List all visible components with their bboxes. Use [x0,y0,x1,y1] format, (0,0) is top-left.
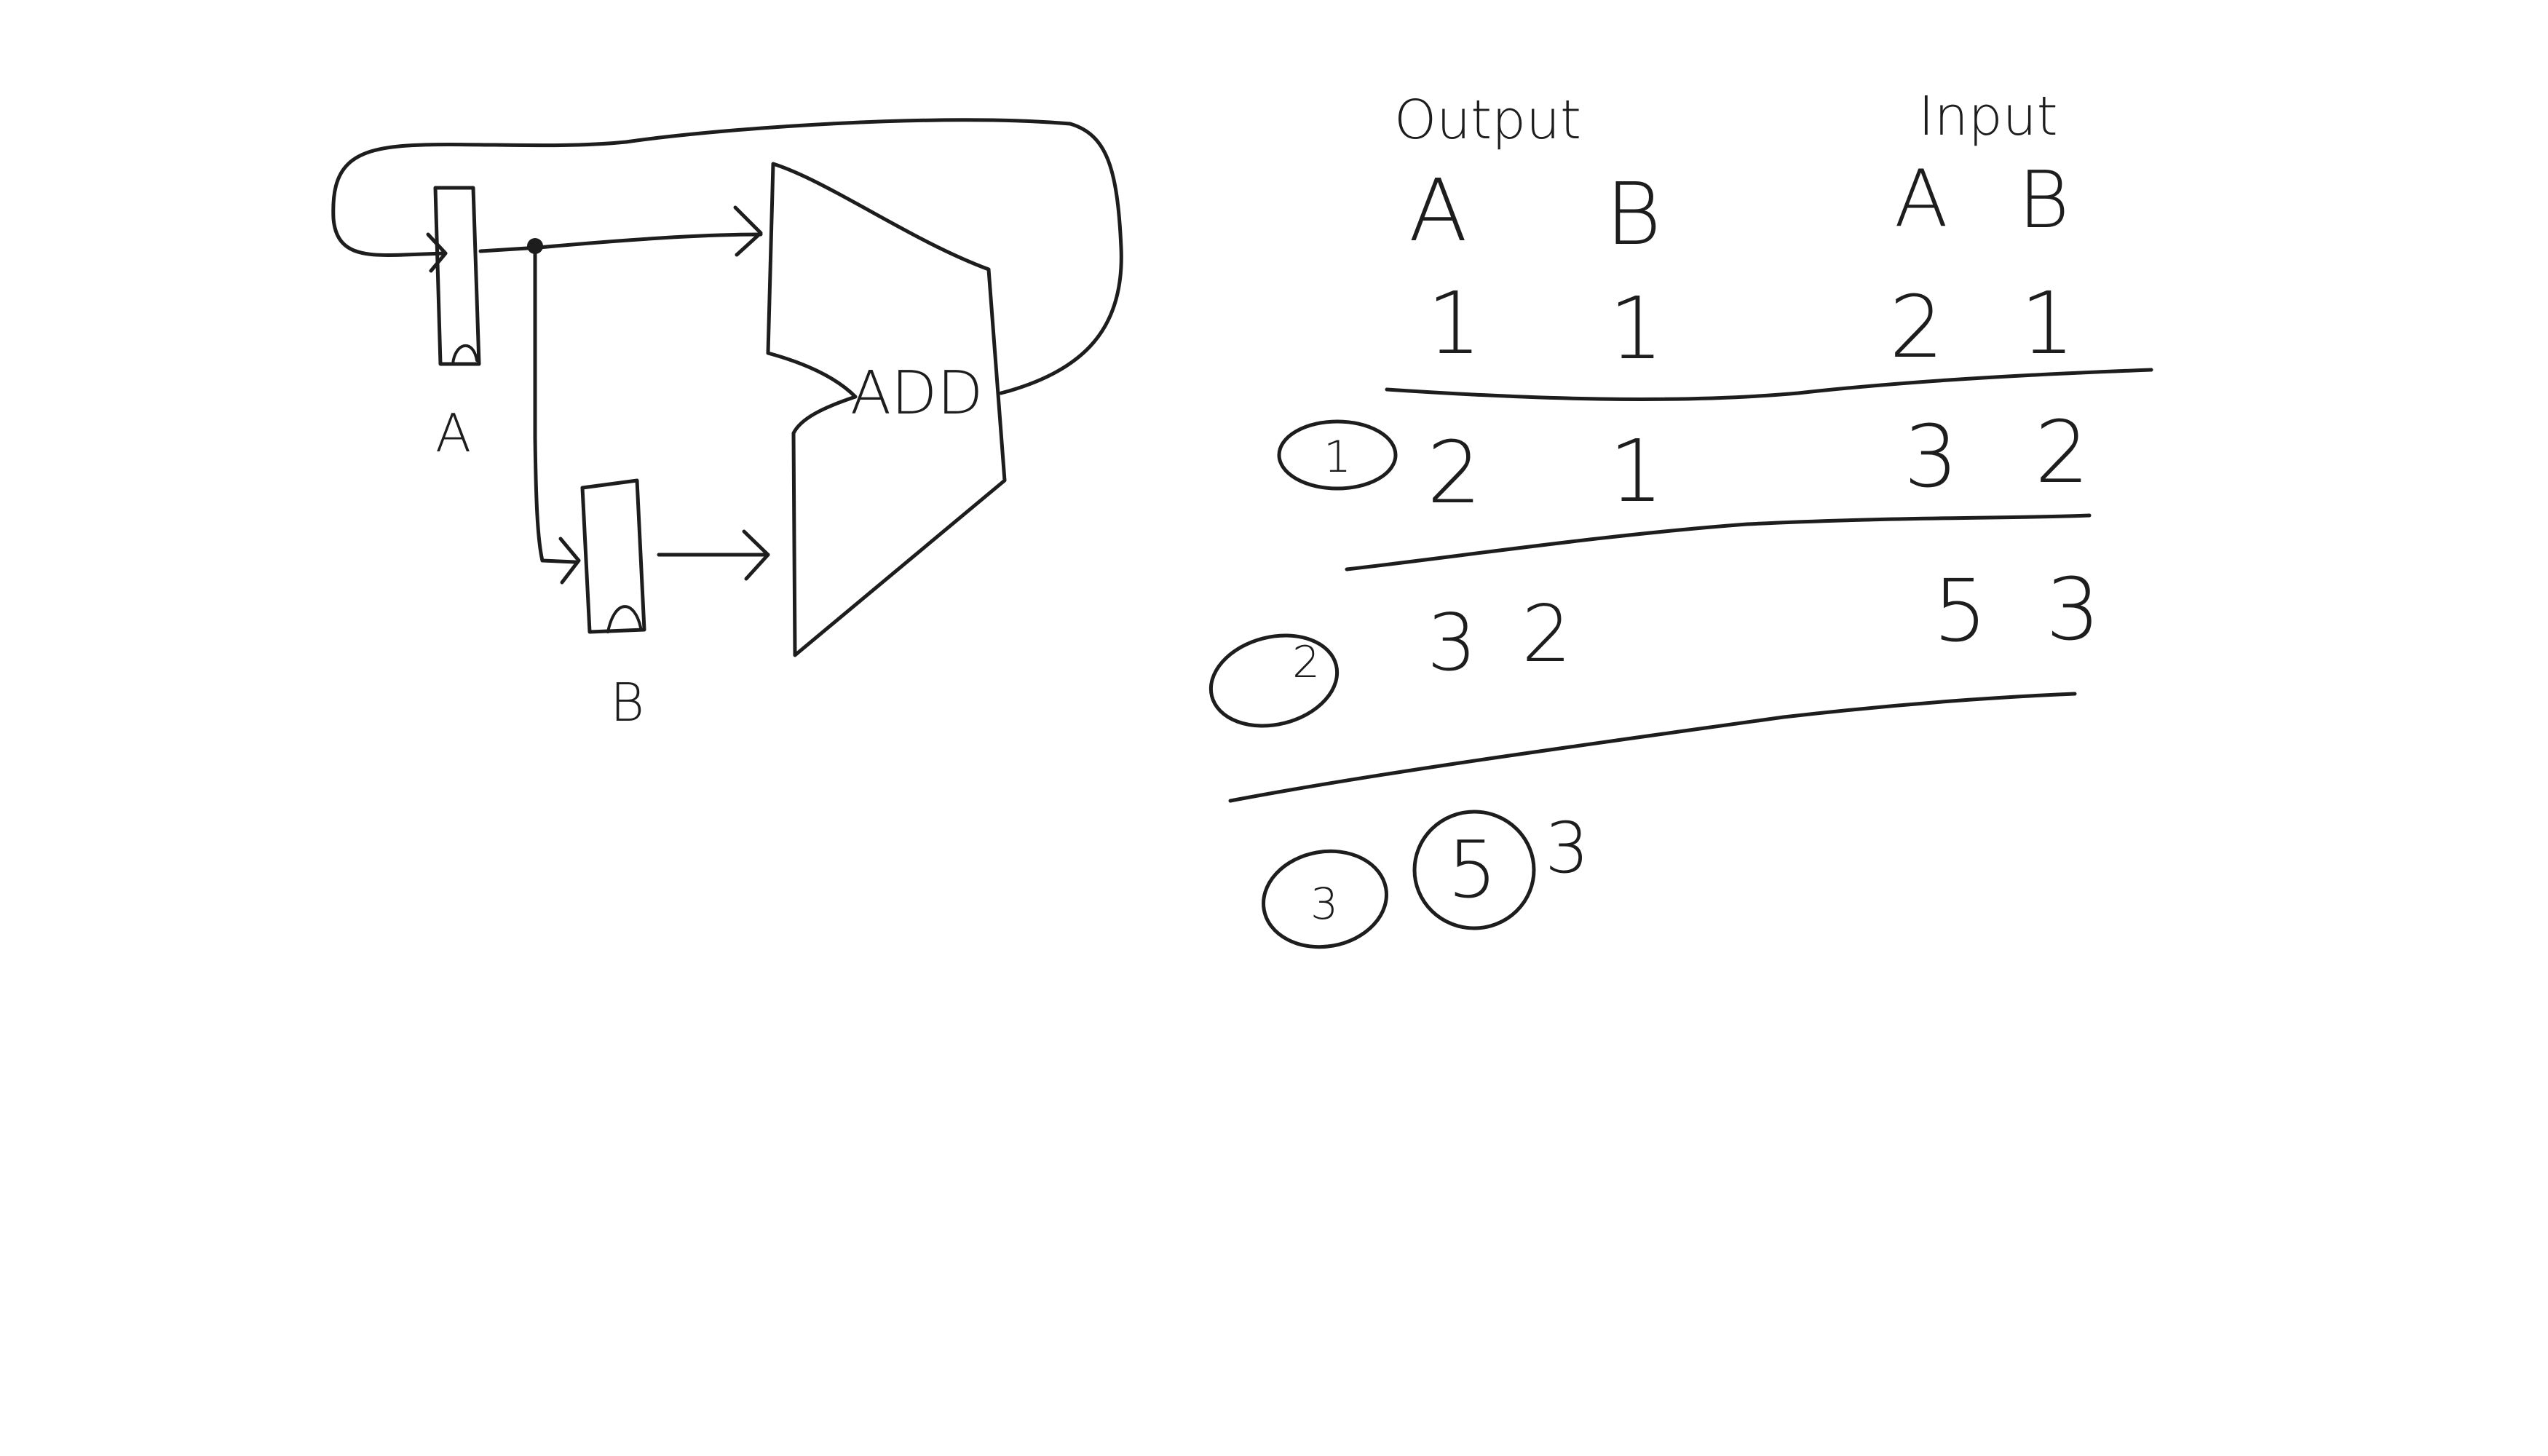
input-col-a: A [1894,154,1948,245]
register-a-clock-icon [451,344,478,365]
output-col-a: A [1409,160,1468,261]
step-1-out-b: 1 [1609,421,1663,521]
step-3-result-circle [1412,810,1536,930]
register-b [580,478,646,634]
step-3-number: 3 [1310,879,1338,930]
step-1-number: 1 [1324,432,1351,483]
output-col-b: B [1605,164,1661,264]
input-col-b: B [2018,155,2070,246]
step-3-circle [1262,849,1388,949]
wire-a-to-adder [478,232,763,253]
initial-in-a: 2 [1889,277,1944,377]
register-b-label: B [610,672,644,733]
step-2-in-b: 3 [2046,559,2100,660]
step-3-out-b: 3 [1545,807,1589,889]
row-divider [1385,368,2153,401]
row-divider [1228,692,2077,803]
step-1-out-a: 2 [1427,422,1481,523]
step-2-out-b: 2 [1522,589,1572,680]
step-2-out-a: 3 [1427,598,1477,689]
register-b-clock-icon [606,605,642,633]
step-1-in-a: 3 [1904,406,1958,507]
initial-out-a: 1 [1427,273,1481,373]
initial-out-b: 1 [1609,278,1663,379]
register-b-input-arrow [558,537,581,585]
step-1-in-b: 2 [2035,402,2089,502]
adder [766,162,1007,657]
register-a-label: A [435,403,471,464]
wire-a-to-register-b [533,245,577,564]
step-3-out-a: 5 [1447,825,1497,916]
circuit-diagram: A B ADD [331,118,1123,733]
feedback-wire [331,118,1123,395]
step-2-in-a: 5 [1933,561,1987,661]
output-header: Output [1394,89,1581,151]
input-header: Input [1918,85,2058,148]
state-table: Output Input A B A B 1 1 2 1 1 2 1 3 2 2… [1208,85,2153,949]
adder-input-bottom-arrow [742,529,770,581]
step-2-circle [1208,633,1340,728]
row-divider [1345,513,2092,571]
initial-in-b: 1 [2020,273,2075,373]
step-1-circle [1277,419,1398,491]
register-a [433,186,481,366]
adder-label: ADD [850,359,983,428]
step-2-number: 2 [1292,637,1320,688]
adder-input-top-arrow [733,205,763,257]
